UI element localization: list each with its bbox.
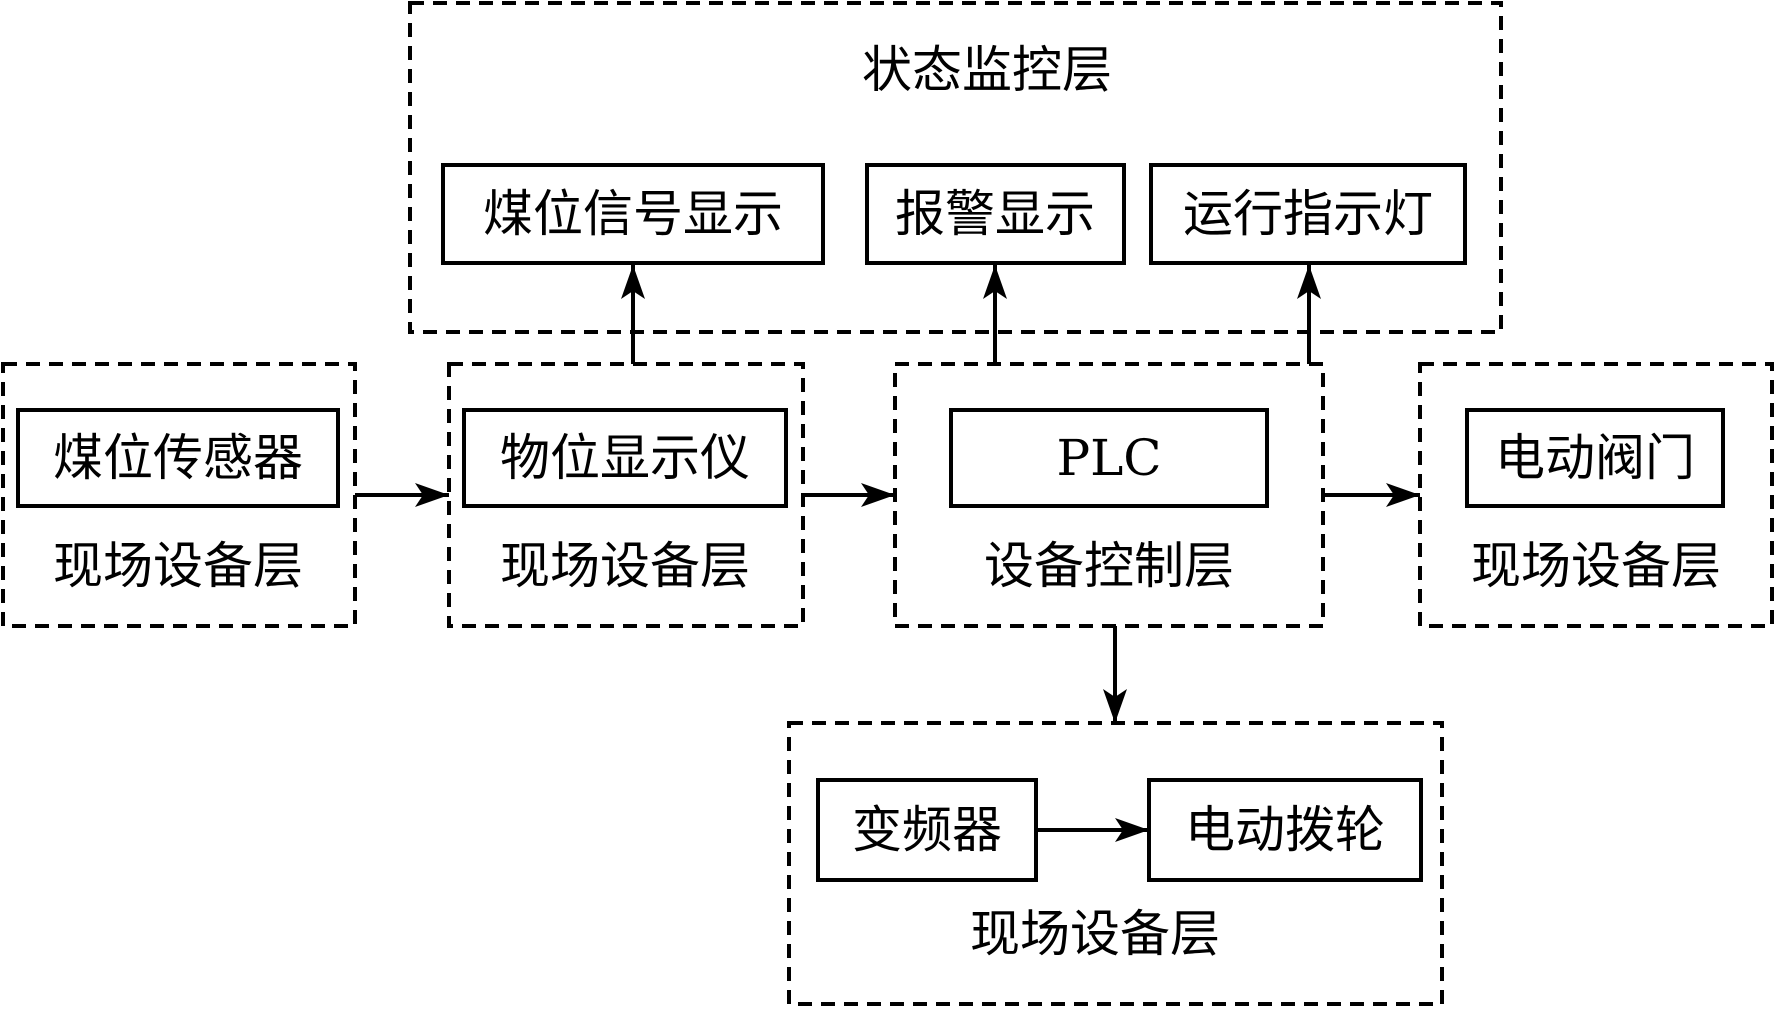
field-valve-group: 电动阀门 现场设备层 (1418, 362, 1774, 628)
plc-label: PLC (1056, 429, 1161, 487)
field-display-layer-label: 现场设备层 (500, 537, 750, 595)
level-display-instrument-label: 物位显示仪 (500, 429, 750, 487)
electric-dial-wheel-label: 电动拨轮 (1185, 801, 1385, 859)
plc-box (949, 408, 1269, 508)
field-valve-layer-label: 现场设备层 (1471, 537, 1721, 595)
inverter-box (816, 778, 1038, 882)
monitoring-layer-group: 状态监控层 煤位信号显示 报警显示 运行指示灯 (408, 1, 1503, 334)
level-display-instrument-box (462, 408, 788, 508)
control-group: PLC 设备控制层 (893, 362, 1325, 628)
field-display-group: 物位显示仪 现场设备层 (447, 362, 805, 628)
control-layer-label: 设备控制层 (984, 537, 1234, 595)
monitoring-layer-frame (408, 1, 1503, 334)
coal-level-sensor-label: 煤位传感器 (53, 429, 303, 487)
field-sensor-layer-label: 现场设备层 (53, 537, 303, 595)
field-valve-frame (1418, 362, 1774, 628)
run-indicator-label: 运行指示灯 (1183, 185, 1433, 243)
monitoring-layer-title: 状态监控层 (862, 41, 1112, 99)
coal-level-signal-display-box (441, 163, 825, 265)
field-sensor-group: 煤位传感器 现场设备层 (1, 362, 357, 628)
run-indicator-box (1149, 163, 1467, 265)
field-drive-layer-label: 现场设备层 (970, 905, 1220, 963)
coal-level-signal-display-label: 煤位信号显示 (483, 185, 783, 243)
electric-valve-box (1465, 408, 1725, 508)
coal-level-sensor-box (16, 408, 340, 508)
alarm-display-label: 报警显示 (895, 185, 1095, 243)
arrows (355, 265, 1420, 842)
electric-dial-wheel-box (1147, 778, 1423, 882)
field-drive-group: 变频器 电动拨轮 现场设备层 (787, 721, 1444, 1006)
alarm-display-box (865, 163, 1126, 265)
electric-valve-label: 电动阀门 (1495, 429, 1695, 487)
inverter-label: 变频器 (852, 801, 1002, 859)
